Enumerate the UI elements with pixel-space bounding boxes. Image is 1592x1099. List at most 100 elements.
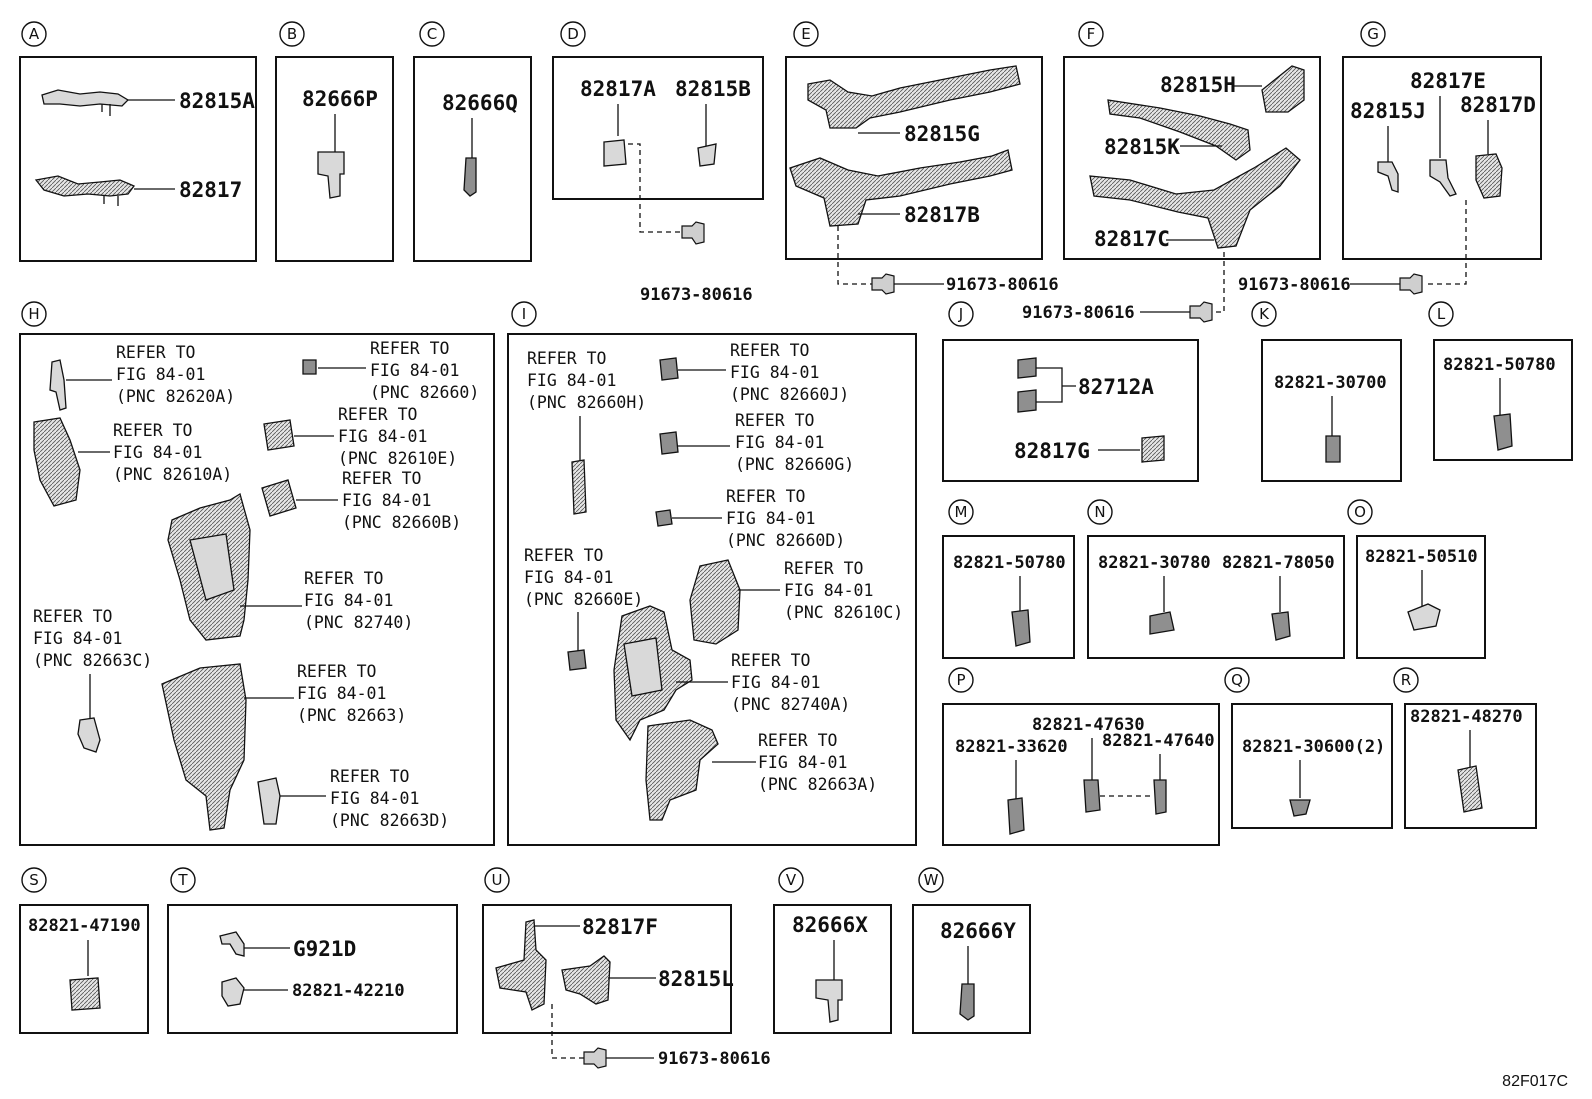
section-n: 82821-30780 82821-78050 [1087,535,1345,659]
ref-i3-pnc: (PNC 82660G) [735,455,854,474]
bolt-91673-80616-e [871,273,895,295]
part-82821-47630-shape [1083,779,1101,813]
section-v-marker: V [778,867,804,893]
part-82815k-shape [1107,99,1251,161]
svg-text:J: J [958,305,963,323]
ref-h9-pnc: (PNC 82663D) [330,811,449,830]
ref-i4-pnc: (PNC 82660D) [726,531,845,550]
section-b-marker: B [279,21,305,47]
section-p-marker: P [948,667,974,693]
ref-i8-line2: FIG 84-01 [758,753,847,772]
section-m-box [942,535,1075,659]
figure-code: 82F017C [1502,1073,1568,1090]
ref-h2-line2: FIG 84-01 [370,361,459,380]
section-a-box [19,56,257,262]
part-82817-shape [34,175,136,197]
part-82821-50510-shape [1407,603,1441,631]
part-82815l-shape [561,955,611,1005]
section-u: 82817F 82815L 91673-80616 [482,904,771,1069]
part-82821-30600-shape [1289,799,1311,817]
label-82821-30600: 82821-30600(2) [1242,737,1385,757]
part-82821-42210-shape [221,977,245,1007]
ref-h1-line2: FIG 84-01 [116,365,205,384]
ref-h4-line1: REFER TO [338,405,417,424]
label-82821-42210: 82821-42210 [292,981,405,1001]
ref-i8-pnc: (PNC 82663A) [758,775,877,794]
ref-h6-line2: FIG 84-01 [304,591,393,610]
section-p-box [942,703,1220,846]
section-h-box [19,333,495,846]
part-pnc-82660-shape [302,359,317,375]
svg-text:T: T [177,871,188,889]
section-n-box [1087,535,1345,659]
bolt-91673-80616-f [1189,301,1213,323]
section-t: G921D 82821-42210 [167,904,458,1034]
label-g921d: G921D [293,937,356,961]
section-m-marker: M [948,499,974,525]
ref-h9-line1: REFER TO [330,767,409,786]
svg-text:S: S [29,871,39,889]
label-82817b: 82817B [904,203,980,227]
label-91673-80616-u: 91673-80616 [658,1049,771,1069]
section-k: 82821-30700 [1261,339,1402,482]
ref-h2-pnc: (PNC 82660) [370,383,479,402]
label-91673-80616-d: 91673-80616 [640,285,753,305]
part-82817g-shape [1141,435,1165,463]
section-r-marker: R [1393,667,1419,693]
part-82821-30700-shape [1325,435,1341,463]
ref-h3-line1: REFER TO [113,421,192,440]
section-a-marker: A [21,21,47,47]
ref-h5-pnc: (PNC 82660B) [342,513,461,532]
label-82815h: 82815H [1160,73,1236,97]
label-82666y: 82666Y [940,919,1016,943]
ref-i2-line2: FIG 84-01 [730,363,819,382]
label-82815g: 82815G [904,122,980,146]
part-pnc-82610a-shape [33,417,81,507]
section-g-marker: G [1360,21,1386,47]
ref-h1-pnc: (PNC 82620A) [116,387,235,406]
part-pnc-82660e-shape [567,649,587,671]
label-82712a: 82712A [1078,375,1154,399]
section-e-marker: E [793,21,819,47]
part-82817b-shape [789,149,1013,227]
ref-i5-line1: REFER TO [524,546,603,565]
part-pnc-82660h-shape [571,459,587,515]
ref-i1-pnc: (PNC 82660H) [527,393,646,412]
part-pnc-82620a-shape [49,359,67,411]
svg-text:W: W [924,871,939,889]
part-82666x-shape [815,979,843,1023]
section-s-box [19,904,149,1034]
svg-text:H: H [28,305,39,323]
ref-h5-line2: FIG 84-01 [342,491,431,510]
ref-h4-line2: FIG 84-01 [338,427,427,446]
label-82817g: 82817G [1014,439,1090,463]
svg-text:M: M [955,503,968,521]
ref-h7-line1: REFER TO [33,607,112,626]
part-82815h-shape [1261,65,1305,113]
svg-text:I: I [522,305,526,323]
label-82821-50780-m: 82821-50780 [953,553,1066,573]
section-letters: A B C D E F G H I J K L M N O P Q R S T … [21,21,1454,893]
svg-text:E: E [801,25,810,43]
ref-i7-line1: REFER TO [731,651,810,670]
label-82817e: 82817E [1410,69,1486,93]
ref-i1-line1: REFER TO [527,349,606,368]
part-82712a-bottom [1017,389,1037,413]
ref-h6-pnc: (PNC 82740) [304,613,413,632]
part-82666p-shape [317,151,345,199]
part-82821-78050-shape [1271,611,1291,641]
ref-h1-line1: REFER TO [116,343,195,362]
svg-text:R: R [1401,671,1411,689]
section-v: 82666X [773,904,892,1034]
label-82821-47630: 82821-47630 [1032,715,1145,735]
section-p: 82821-47630 82821-33620 82821-47640 [942,703,1220,846]
part-82817c-shape [1089,147,1301,249]
part-pnc-82660b-shape [261,479,297,517]
ref-i7-pnc: (PNC 82740A) [731,695,850,714]
section-a: 82815A 82817 [19,56,257,262]
part-82821-47190-shape [69,977,101,1011]
label-82817: 82817 [179,178,242,202]
section-o-marker: O [1347,499,1373,525]
label-82817c: 82817C [1094,227,1170,251]
section-j: 82712A 82817G [942,339,1199,482]
